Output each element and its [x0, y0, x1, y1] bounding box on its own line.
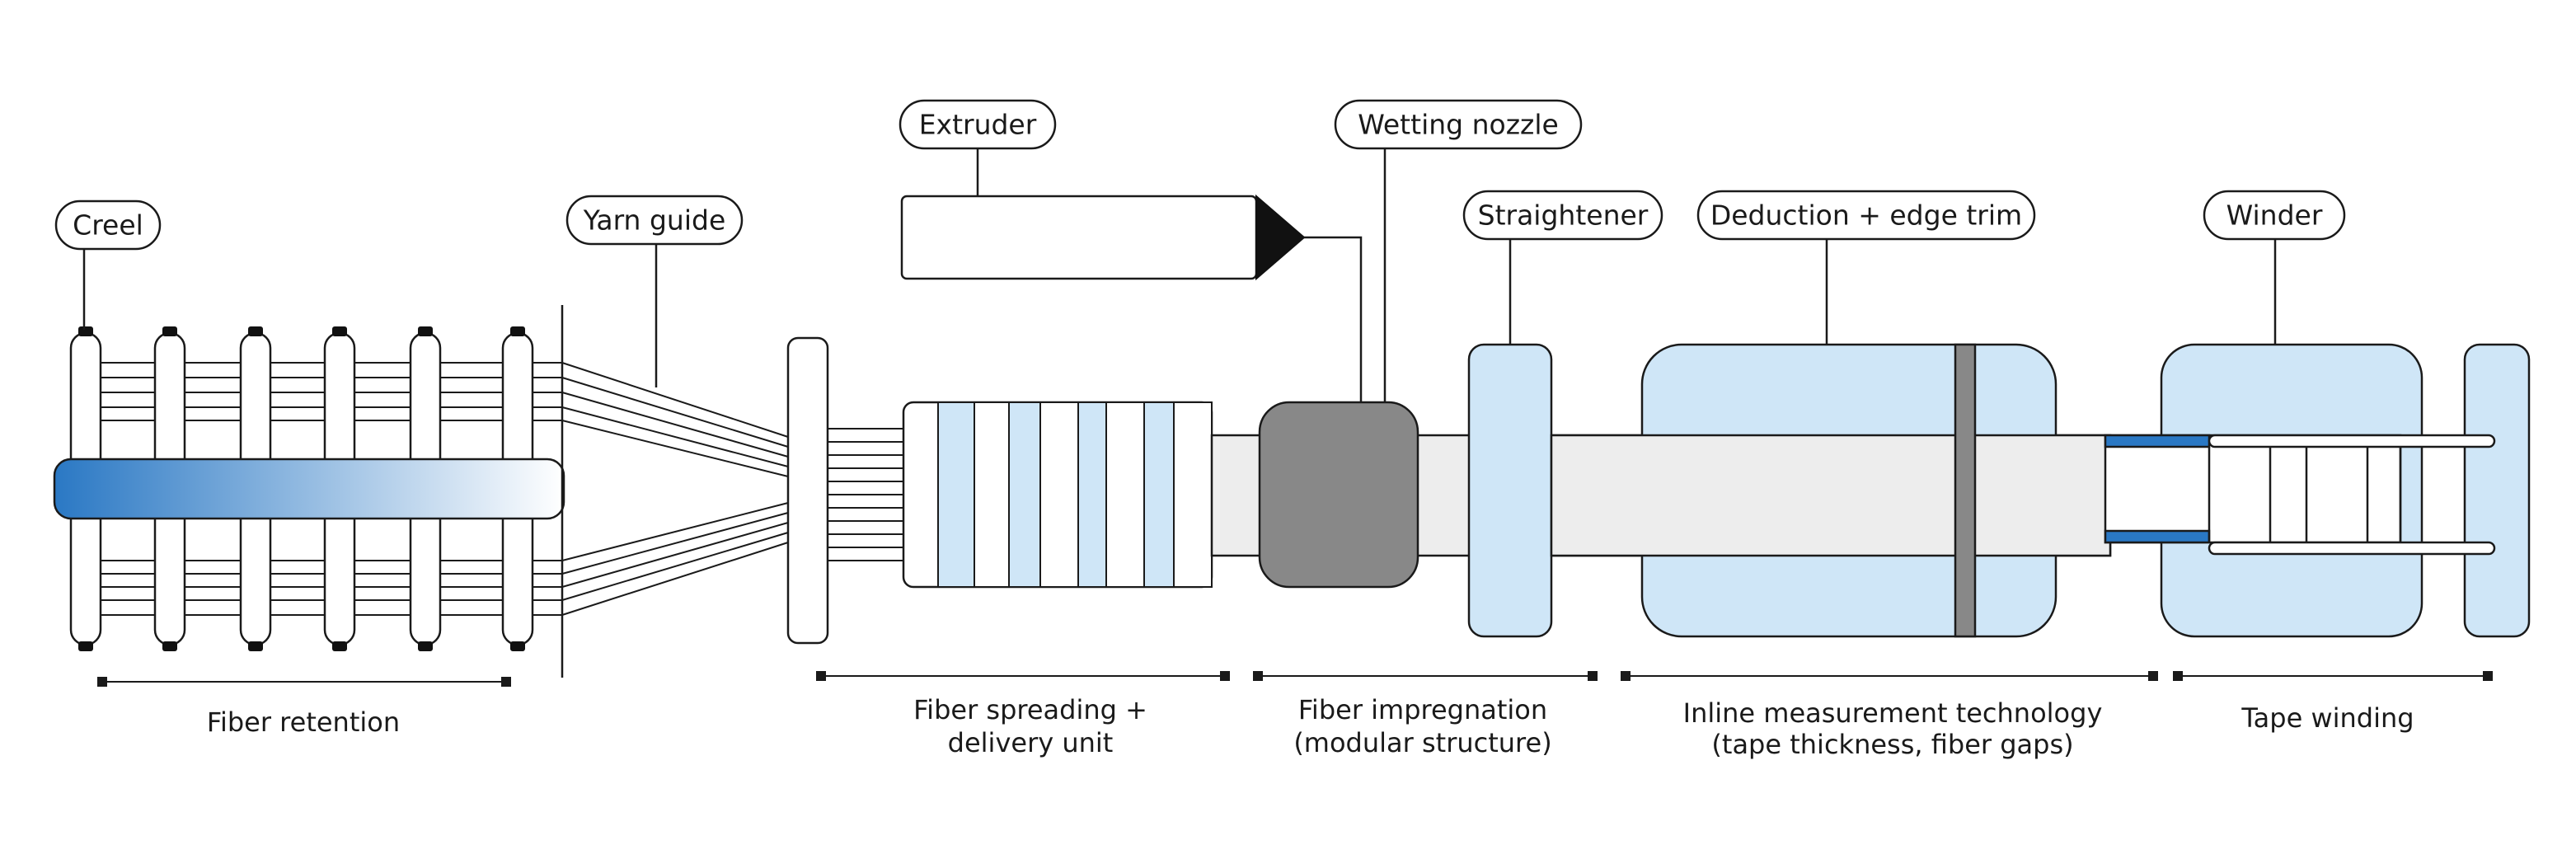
section-tape-winding-label: Tape winding	[2241, 702, 2414, 734]
creel-bobbin-cap	[418, 641, 433, 651]
yarn-guide-thread	[561, 512, 789, 575]
callout-straightener: Straightener	[1462, 190, 1663, 345]
callout-extruder: Extruder	[899, 99, 1057, 196]
spreader-roller	[1143, 401, 1175, 588]
section-inline-measurement-label-1: Inline measurement technology	[1683, 697, 2103, 729]
section-fiber-impregnation-label-2: (modular structure)	[1293, 727, 1551, 758]
yarn-guide-thread	[561, 392, 789, 458]
yarn-guide-post	[786, 336, 829, 645]
section-fiber-impregnation-label-1: Fiber impregnation	[1298, 694, 1547, 725]
section-fiber-impregnation: Fiber impregnation (modular structure)	[1253, 671, 1598, 758]
yarn-guide-thread	[561, 406, 789, 467]
section-fiber-spreading-label-1: Fiber spreading +	[913, 694, 1147, 725]
edge-trim-blade	[1954, 343, 1977, 638]
callout-winder: Winder	[2203, 190, 2346, 345]
callout-deduction-edge-trim: Deduction + edge trim	[1696, 190, 2036, 345]
callout-straightener-label: Straightener	[1478, 199, 1649, 232]
spreader-roller	[1173, 401, 1213, 588]
creel-bobbin-cap	[248, 641, 263, 651]
spreader-roller	[1008, 401, 1041, 588]
tape-band-inside-measurement	[1550, 434, 2112, 557]
creel-bobbin-cap	[510, 326, 525, 336]
yarn-guide-thread	[561, 420, 789, 477]
spreader-roller	[974, 401, 1010, 588]
extruder	[900, 194, 1363, 402]
spreader-roller	[1077, 401, 1107, 588]
section-fiber-retention-label: Fiber retention	[207, 706, 400, 738]
section-fiber-retention: Fiber retention	[97, 677, 511, 738]
callout-yarn-guide: Yarn guide	[565, 195, 744, 387]
creel-bobbin-cap	[78, 641, 93, 651]
callout-yarn-guide-label: Yarn guide	[583, 204, 726, 237]
straightener	[1467, 343, 1553, 638]
callout-creel: Creel	[54, 199, 162, 330]
winder-end-plate	[2463, 343, 2531, 638]
creel-bobbin-cap	[248, 326, 263, 336]
creel-bobbin-cap	[332, 641, 347, 651]
section-inline-measurement: Inline measurement technology (tape thic…	[1621, 671, 2158, 760]
creel-fibers	[71, 362, 562, 616]
creel-bobbin-cap	[510, 641, 525, 651]
creel-bobbin-cap	[332, 326, 347, 336]
creel-bobbin-cap	[78, 326, 93, 336]
section-fiber-spreading: Fiber spreading + delivery unit	[816, 671, 1230, 758]
spreader-input-fibers	[828, 428, 903, 561]
callout-wetting-nozzle-label: Wetting nozzle	[1358, 109, 1559, 141]
callout-wetting-nozzle: Wetting nozzle	[1334, 99, 1583, 402]
winder-reel	[2104, 434, 2496, 556]
yarn-guide-fibers	[561, 362, 789, 616]
callout-extruder-label: Extruder	[919, 109, 1037, 141]
yarn-guide-thread	[561, 522, 789, 588]
wetting-nozzle-block	[1258, 401, 1419, 589]
callout-winder-label: Winder	[2226, 199, 2323, 232]
yarn-guide-thread	[561, 502, 789, 561]
fiber-spreading-unit	[902, 401, 1213, 589]
callout-creel-label: Creel	[73, 209, 143, 242]
spreader-roller	[1105, 401, 1145, 588]
section-fiber-spreading-label-2: delivery unit	[948, 727, 1114, 758]
yarn-guide-thread	[561, 377, 789, 448]
yarn-guide-thread	[561, 542, 789, 616]
yarn-guide-thread	[561, 362, 789, 438]
creel-bobbin-cap	[162, 641, 177, 651]
section-tape-winding: Tape winding	[2173, 671, 2493, 734]
spreader-roller	[1039, 401, 1079, 588]
callout-deduction-label: Deduction + edge trim	[1710, 199, 2022, 232]
section-inline-measurement-label-2: (tape thickness, fiber gaps)	[1711, 729, 2073, 760]
creel-bobbin-cap	[418, 326, 433, 336]
yarn-guide-thread	[561, 532, 789, 601]
creel-bobbin-cap	[162, 326, 177, 336]
creel-shaft	[53, 458, 565, 520]
spreader-roller	[937, 401, 975, 588]
